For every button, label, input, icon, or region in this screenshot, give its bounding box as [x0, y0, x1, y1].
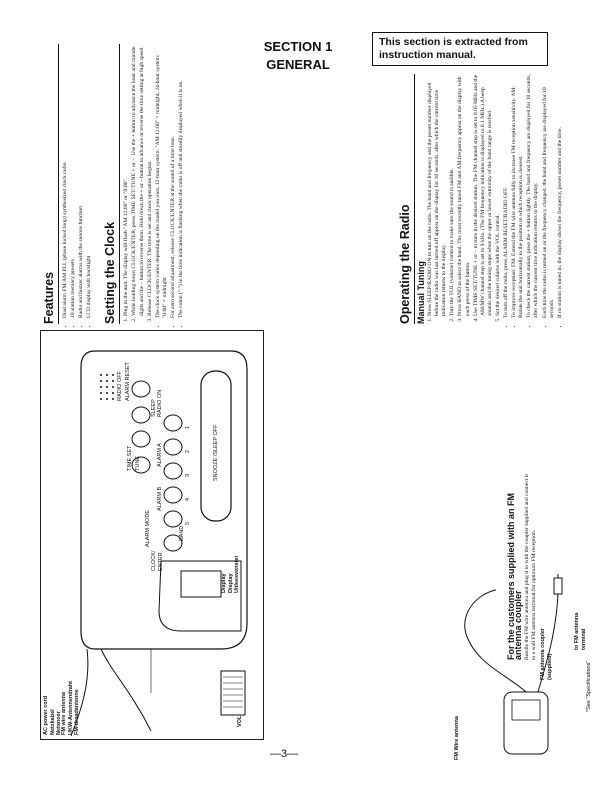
features-list: Dual alarm FM/AM PLL (phase locked loop)… — [62, 44, 93, 324]
list-item: Plug in the unit. The display will flash… — [123, 44, 130, 316]
vol-label: VOL — [237, 715, 243, 727]
preset-number: 3 — [185, 473, 191, 477]
display-label: Display Display Uitleesvenster — [221, 555, 240, 593]
list-item: Release CLOCK/ENTER. The time is set and… — [147, 44, 154, 316]
list-item: Dual alarm FM/AM PLL (phase locked loop)… — [62, 44, 69, 318]
clock-notes: The clock system varies depending on the… — [155, 44, 185, 324]
wire-label: FM Wire antenna — [454, 716, 460, 760]
list-item: Press BAND to select the band. The most … — [457, 74, 471, 316]
ac-cord-label: AC power cord Netzkabel Netsnoer — [43, 695, 62, 735]
radio-notes: To turn off the radio, press ALARM RESET… — [503, 74, 564, 324]
list-item: Press SLEEP/RADIO ON to turn on the radi… — [427, 74, 448, 316]
coupler-drawing — [464, 574, 563, 755]
radio-title: Operating the Radio — [398, 204, 412, 324]
list-item: While holding down CLOCK/ENTER, press TI… — [131, 44, 145, 316]
alarm-a-label: ALARM A — [157, 443, 163, 467]
list-item: The clock system varies depending on the… — [155, 44, 169, 318]
alarm-mode-label: ALARM MODE — [145, 510, 151, 547]
divider — [119, 44, 121, 324]
list-item: To turn off the radio, press ALARM RESET… — [503, 74, 510, 318]
snooze-label: SNOOZE /SLEEP OFF — [213, 424, 219, 481]
radio-on-label: RADIO ON — [157, 389, 163, 417]
radio-subtitle: Manual Tuning — [416, 261, 426, 324]
clock-steps: Plug in the unit. The display will flash… — [123, 44, 153, 324]
clock-enter-label: CLOCK/ ENTER — [151, 550, 164, 571]
extract-note: This section is extracted from instructi… — [372, 32, 548, 66]
list-item: Turn the VOL (volume) control to make su… — [449, 74, 456, 316]
clock-radio-diagram: ALARM RESET RADIO OFF TIME SET TUNE SLEE… — [40, 330, 264, 740]
section-heading: SECTION 1 GENERAL — [246, 38, 350, 74]
coupler-illustration — [446, 574, 576, 764]
fm-antenna-label: FM wire antenna UKW-Antennendraht FM-dra… — [61, 681, 80, 735]
tune-label: TUNE — [135, 456, 141, 471]
list-item: For zero second adjustment, release CLOC… — [170, 44, 177, 318]
radio-off-label: RADIO OFF — [117, 371, 123, 401]
radio-drawing — [70, 350, 248, 737]
section-title: GENERAL — [266, 57, 330, 72]
preset-number: 5 — [185, 521, 191, 525]
list-item: Radio and buzzer alarms with the snooze … — [78, 44, 85, 318]
list-item: Each time the radio is turned on or the … — [542, 74, 556, 318]
features-clock-column: Features Dual alarm FM/AM PLL (phase loc… — [42, 44, 186, 324]
alarm-b-label: ALARM B — [157, 486, 163, 511]
list-item: To check the current station, press the … — [526, 74, 540, 318]
preset-number: 2 — [185, 449, 191, 453]
time-set-label: TIME SET — [127, 445, 133, 471]
band-label: BAND — [179, 525, 185, 541]
preset-number: 1 — [185, 425, 191, 429]
list-item: Set the desired volume with the VOL cont… — [495, 74, 502, 316]
divider — [414, 74, 415, 324]
list-item: To improve reception: FM: Extend the FM … — [511, 74, 525, 318]
list-item: LCD display with backlight — [86, 44, 93, 318]
radio-column: Operating the Radio Manual Tuning Press … — [398, 74, 565, 324]
page-number: —3— — [270, 748, 299, 760]
list-item: The colon (":") in the time indication i… — [178, 44, 185, 318]
coupler-label: FM antenna coupler (supplied) — [540, 628, 553, 680]
clock-title: Setting the Clock — [103, 221, 118, 324]
radio-steps: Press SLEEP/RADIO ON to turn on the radi… — [427, 74, 502, 324]
divider — [58, 44, 59, 324]
preset-number: 4 — [185, 497, 191, 501]
section-number: SECTION 1 — [263, 39, 333, 54]
list-item: Use TIME SET/TUNE + or – to tune in the … — [473, 74, 494, 316]
list-item: If no station is tuned in, the display s… — [557, 74, 564, 318]
list-item: 10 station memory presets — [70, 44, 77, 318]
specs-note: *See "Specifications" — [586, 660, 592, 712]
features-title: Features — [42, 271, 56, 324]
alarm-reset-label: ALARM RESET — [125, 362, 131, 401]
